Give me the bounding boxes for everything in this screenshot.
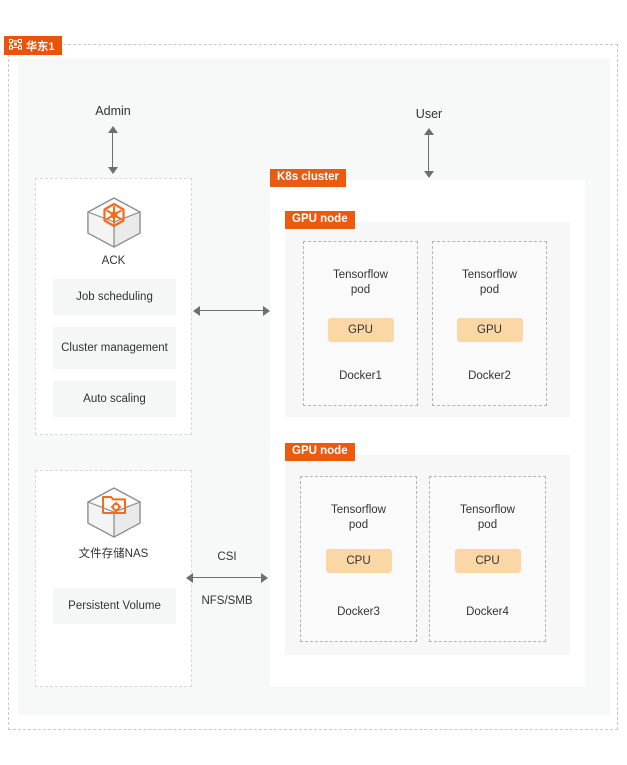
arrow-head-right [263, 305, 270, 316]
feature-cluster-management-label: Cluster management [61, 342, 168, 354]
admin-ack-arrow [106, 126, 119, 174]
arrow-head-right [261, 572, 268, 583]
user-label: User [415, 107, 443, 121]
arrow-head-up [107, 126, 118, 133]
feature-job-scheduling[interactable]: Job scheduling [53, 279, 176, 315]
arrow-shaft [199, 310, 264, 312]
feature-persistent-volume[interactable]: Persistent Volume [53, 588, 176, 624]
arrow-head-down [423, 171, 434, 178]
feature-auto-scaling[interactable]: Auto scaling [53, 381, 176, 417]
arrow-head-down [107, 167, 118, 174]
resource-chip-gpu: GPU [327, 318, 394, 342]
region-label: 华东1 [26, 40, 55, 53]
nas-panel: 文件存储NAS Persistent Volume [35, 470, 192, 687]
nas-cluster-arrow [186, 571, 268, 584]
csi-label: CSI [217, 551, 237, 563]
arrow-shaft [428, 134, 430, 172]
feature-cluster-management[interactable]: Cluster management [53, 327, 176, 369]
arrow-shaft [112, 132, 114, 168]
pod-footer: Docker3 [337, 606, 380, 618]
arrow-shaft [192, 577, 262, 579]
admin-label: Admin [95, 104, 131, 118]
user-cluster-arrow [422, 128, 435, 178]
arrow-head-left [193, 305, 200, 316]
k8s-cluster-badge: K8s cluster [270, 169, 347, 187]
nas-folder-icon [83, 485, 145, 543]
resource-chip-gpu: GPU [456, 318, 523, 342]
ack-panel: ACK Job scheduling Cluster management Au… [35, 178, 192, 435]
gpu-node-badge-1: GPU node [285, 211, 355, 229]
pod-footer: Docker4 [466, 606, 509, 618]
resource-chip-cpu: CPU [325, 549, 392, 573]
pod-footer: Docker2 [468, 370, 511, 382]
gpu-node-badge-2: GPU node [285, 443, 355, 461]
resource-chip-cpu: CPU [454, 549, 521, 573]
ack-cube-icon [83, 195, 145, 253]
arrow-head-up [423, 128, 434, 135]
region-network-icon [9, 38, 22, 53]
region-badge: 华东1 [4, 36, 62, 55]
ack-caption: ACK [101, 255, 126, 267]
pod-footer: Docker1 [339, 370, 382, 382]
nas-caption: 文件存储NAS [78, 548, 149, 560]
arrow-head-left [186, 572, 193, 583]
ack-cluster-arrow [193, 304, 270, 317]
protocol-label: NFS/SMB [201, 595, 253, 607]
